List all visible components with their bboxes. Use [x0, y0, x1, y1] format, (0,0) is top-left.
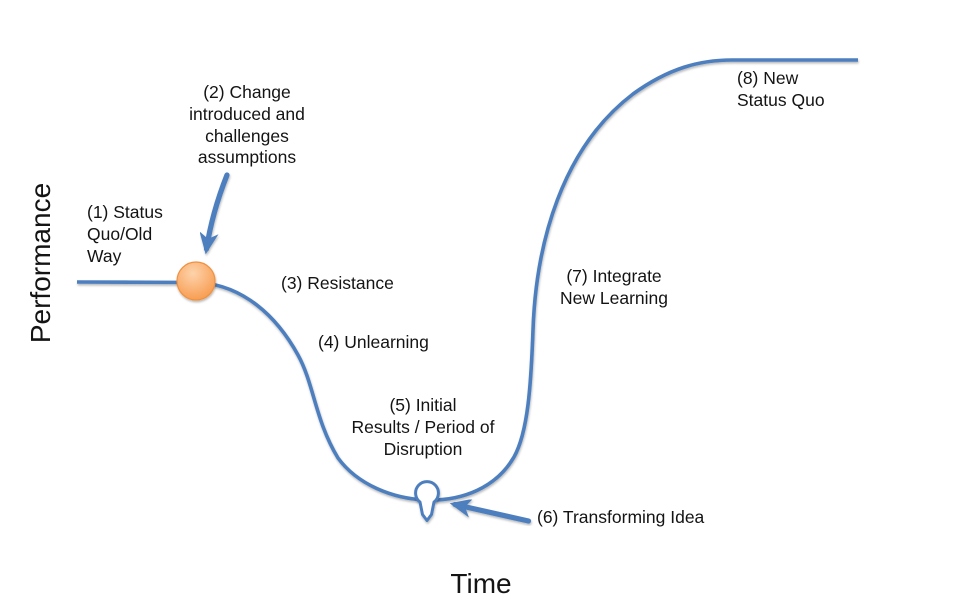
label-line: (7) Integrate [566, 266, 662, 286]
x-axis-label: Time [450, 568, 512, 599]
label-line: (1) Status [87, 202, 163, 222]
performance-curve [76, 58, 858, 502]
label-line: (8) New [737, 68, 799, 88]
label-line: Disruption [383, 438, 463, 459]
label-line: (2) Change [203, 82, 291, 102]
label-line: Quo/Old [87, 223, 153, 244]
label-line: Way [87, 245, 122, 266]
stage-8-label: (8) New Status Quo [737, 68, 825, 112]
lightbulb-icon [414, 480, 440, 522]
stage-7-label: (7) Integrate New Learning [560, 266, 668, 310]
stage-5-label: (5) Initial Results / Period of Disrupti… [352, 395, 495, 460]
idea-pointer-arrow-icon [449, 498, 532, 524]
stage-1-label: (1) Status Quo/Old Way [87, 202, 163, 267]
label-line: (6) Transforming Idea [537, 507, 705, 527]
change-point-marker-icon [176, 261, 216, 301]
stage-3-label: (3) Resistance [281, 273, 394, 295]
label-line: challenges [205, 125, 289, 146]
label-line: introduced and [189, 103, 305, 124]
stage-2-label: (2) Change introduced and challenges ass… [189, 82, 305, 169]
label-line: New Learning [560, 287, 668, 308]
label-line: Results / Period of [351, 416, 495, 437]
stage-6-label: (6) Transforming Idea [537, 507, 704, 529]
label-line: (5) Initial [389, 395, 457, 415]
change-pointer-arrow-icon [199, 172, 230, 255]
label-line: Status Quo [737, 89, 825, 110]
y-axis-label: Performance [25, 182, 56, 344]
label-line: assumptions [197, 147, 297, 168]
label-line: (3) Resistance [281, 273, 394, 293]
label-line: (4) Unlearning [318, 332, 429, 352]
stage-4-label: (4) Unlearning [318, 332, 429, 354]
